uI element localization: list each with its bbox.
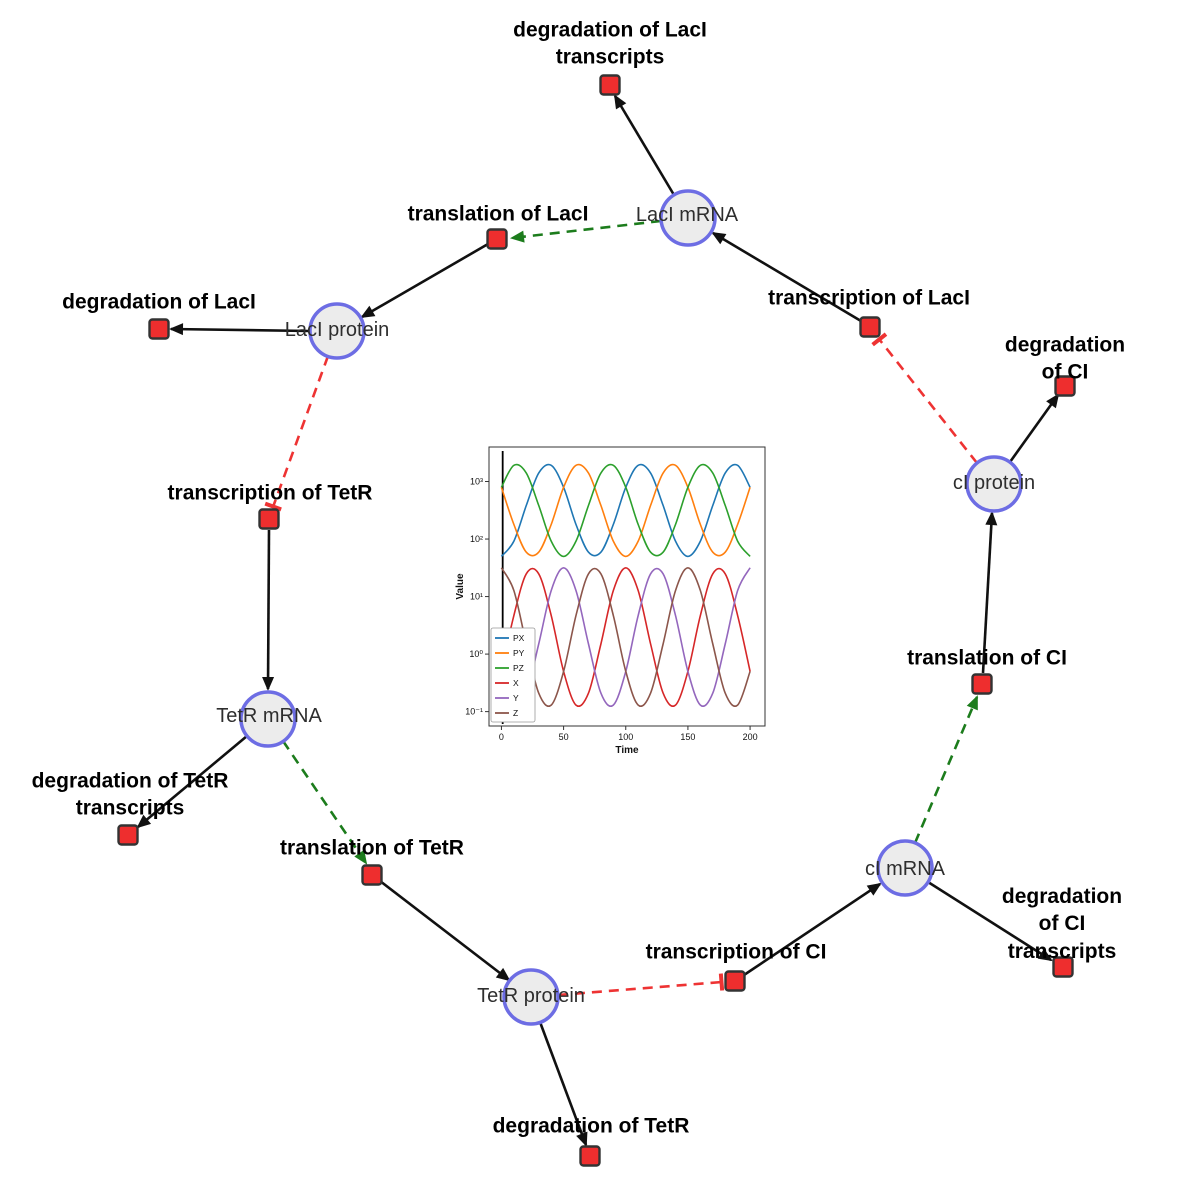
svg-text:Y: Y (513, 693, 519, 703)
edge-ci-protein-to-degradation (1008, 393, 1060, 463)
svg-text:10²: 10² (470, 534, 483, 544)
species-nodes (239, 189, 1023, 1026)
svg-text:10¹: 10¹ (470, 592, 483, 602)
edge-ci-protein-inhibits-transcription-laci (871, 332, 979, 464)
reaction-node-transcription-tetr[interactable] (258, 508, 280, 530)
species-node-laci-protein[interactable] (308, 302, 366, 360)
species-node-tetr-protein[interactable] (502, 968, 560, 1026)
svg-text:50: 50 (559, 732, 569, 742)
species-node-tetr-mrna[interactable] (239, 690, 297, 748)
reaction-node-degradation-laci-transcripts[interactable] (599, 74, 621, 96)
reaction-node-degradation-tetr-transcripts[interactable] (117, 824, 139, 846)
edge-translation-to-tetr-protein (379, 879, 511, 982)
reaction-node-degradation-tetr[interactable] (579, 1145, 601, 1167)
edge-transcription-to-tetr-mrna (262, 529, 275, 691)
edge-ci-mrna-to-degradation-transcripts (927, 880, 1053, 962)
svg-text:0: 0 (499, 732, 504, 742)
svg-text:10³: 10³ (470, 477, 483, 487)
reaction-node-translation-ci[interactable] (971, 673, 993, 695)
edge-translation-to-ci-protein (981, 511, 998, 674)
svg-text:10⁰: 10⁰ (469, 649, 483, 659)
reaction-node-transcription-laci[interactable] (859, 316, 881, 338)
reaction-node-degradation-ci[interactable] (1054, 375, 1076, 397)
svg-text:Time: Time (615, 745, 639, 756)
svg-text:PY: PY (513, 648, 525, 658)
svg-text:200: 200 (743, 732, 758, 742)
edge-tetr-protein-to-degradation (538, 1021, 588, 1147)
reaction-nodes (117, 74, 1076, 1167)
edge-tetr-mrna-to-degradation-transcripts (136, 735, 248, 829)
species-node-laci-mrna[interactable] (659, 189, 717, 247)
svg-text:Value: Value (455, 573, 466, 600)
edge-ci-mrna-modifies-translation-ci (913, 695, 979, 844)
svg-text:10⁻¹: 10⁻¹ (465, 707, 483, 717)
svg-text:X: X (513, 678, 519, 688)
reaction-node-translation-tetr[interactable] (361, 864, 383, 886)
edge-tetr-protein-inhibits-transcription-ci (557, 973, 725, 997)
edge-laci-mrna-to-degradation-transcripts (613, 94, 676, 196)
edge-translation-to-laci-protein (360, 242, 489, 319)
edge-laci-protein-inhibits-transcription-tetr (264, 355, 330, 512)
reaction-node-degradation-laci[interactable] (148, 318, 170, 340)
edges (136, 94, 1060, 1147)
species-node-ci-protein[interactable] (965, 455, 1023, 513)
svg-text:PZ: PZ (513, 663, 524, 673)
edge-laci-protein-to-degradation (169, 323, 311, 336)
edge-laci-mrna-modifies-translation-laci (510, 219, 662, 243)
edge-transcription-to-ci-mrna (743, 882, 882, 977)
species-node-ci-mrna[interactable] (876, 839, 934, 897)
edge-tetr-mrna-modifies-translation-tetr (281, 740, 368, 865)
reaction-node-translation-laci[interactable] (486, 228, 508, 250)
reaction-node-transcription-ci[interactable] (724, 970, 746, 992)
svg-text:Z: Z (513, 708, 518, 718)
svg-text:100: 100 (618, 732, 633, 742)
edge-transcription-to-laci-mrna (711, 231, 862, 323)
reaction-node-degradation-ci-transcripts[interactable] (1052, 956, 1074, 978)
svg-text:150: 150 (680, 732, 695, 742)
svg-text:PX: PX (513, 633, 525, 643)
